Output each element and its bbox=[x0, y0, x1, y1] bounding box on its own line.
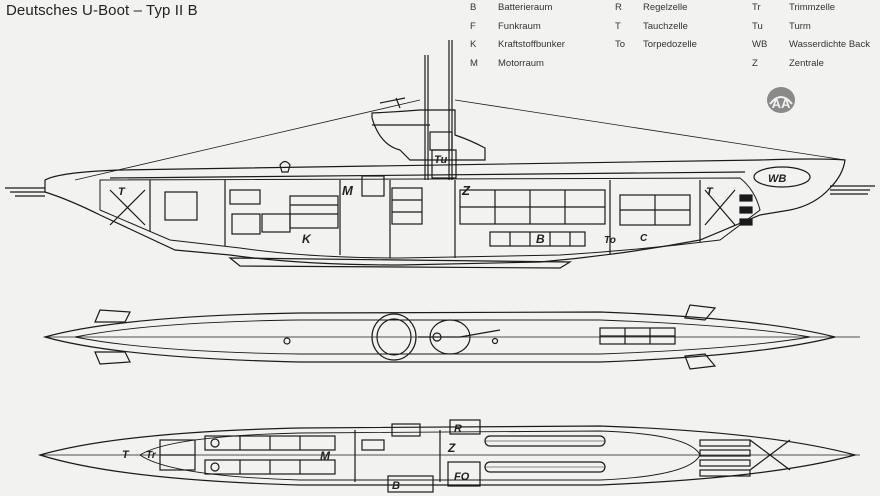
aft-machinery bbox=[164, 191, 198, 221]
diesel-engine bbox=[289, 195, 339, 229]
jumping-wire-aft bbox=[74, 99, 421, 181]
plan-label: Z bbox=[447, 441, 456, 455]
side-label: T bbox=[706, 186, 714, 198]
side-label: Tu bbox=[434, 154, 448, 166]
outer-hull bbox=[44, 158, 846, 266]
plan-label: R bbox=[454, 423, 462, 435]
regulating-tank bbox=[449, 419, 481, 435]
top-view bbox=[42, 304, 860, 370]
page-title: Deutsches U-Boot – Typ II B bbox=[6, 2, 198, 19]
side-label: To bbox=[604, 235, 616, 246]
side-label: Z bbox=[461, 183, 471, 198]
side-label: B bbox=[536, 232, 545, 246]
conning-tower-top bbox=[371, 313, 417, 361]
jumping-wire-fwd bbox=[454, 99, 846, 161]
plan-label: B bbox=[392, 480, 400, 492]
torpedo-tube bbox=[739, 194, 753, 202]
plan-label: M bbox=[320, 449, 331, 463]
pressure-hull bbox=[99, 177, 761, 259]
side-elevation: T M Tu Z WB T K B To C bbox=[5, 40, 875, 269]
agency-logo-icon: AA bbox=[767, 87, 795, 113]
conning-tower bbox=[371, 109, 486, 161]
battery-room-box bbox=[489, 231, 586, 247]
plan-view: T Tr M R Z FO B bbox=[37, 419, 860, 493]
svg-text:AA: AA bbox=[772, 96, 791, 111]
plan-label: T bbox=[122, 449, 130, 461]
plan-label: FO bbox=[454, 471, 470, 483]
side-label: C bbox=[640, 233, 648, 244]
side-label: K bbox=[302, 232, 312, 246]
side-label: T bbox=[118, 186, 126, 198]
battery-room-plan bbox=[387, 475, 434, 493]
hatch bbox=[283, 337, 291, 345]
radio-room bbox=[447, 461, 481, 487]
side-label: WB bbox=[768, 173, 786, 185]
motor-room-box bbox=[391, 187, 423, 225]
plan-label: Tr bbox=[146, 450, 157, 461]
watertight-back bbox=[753, 166, 811, 188]
side-label: M bbox=[342, 183, 354, 198]
